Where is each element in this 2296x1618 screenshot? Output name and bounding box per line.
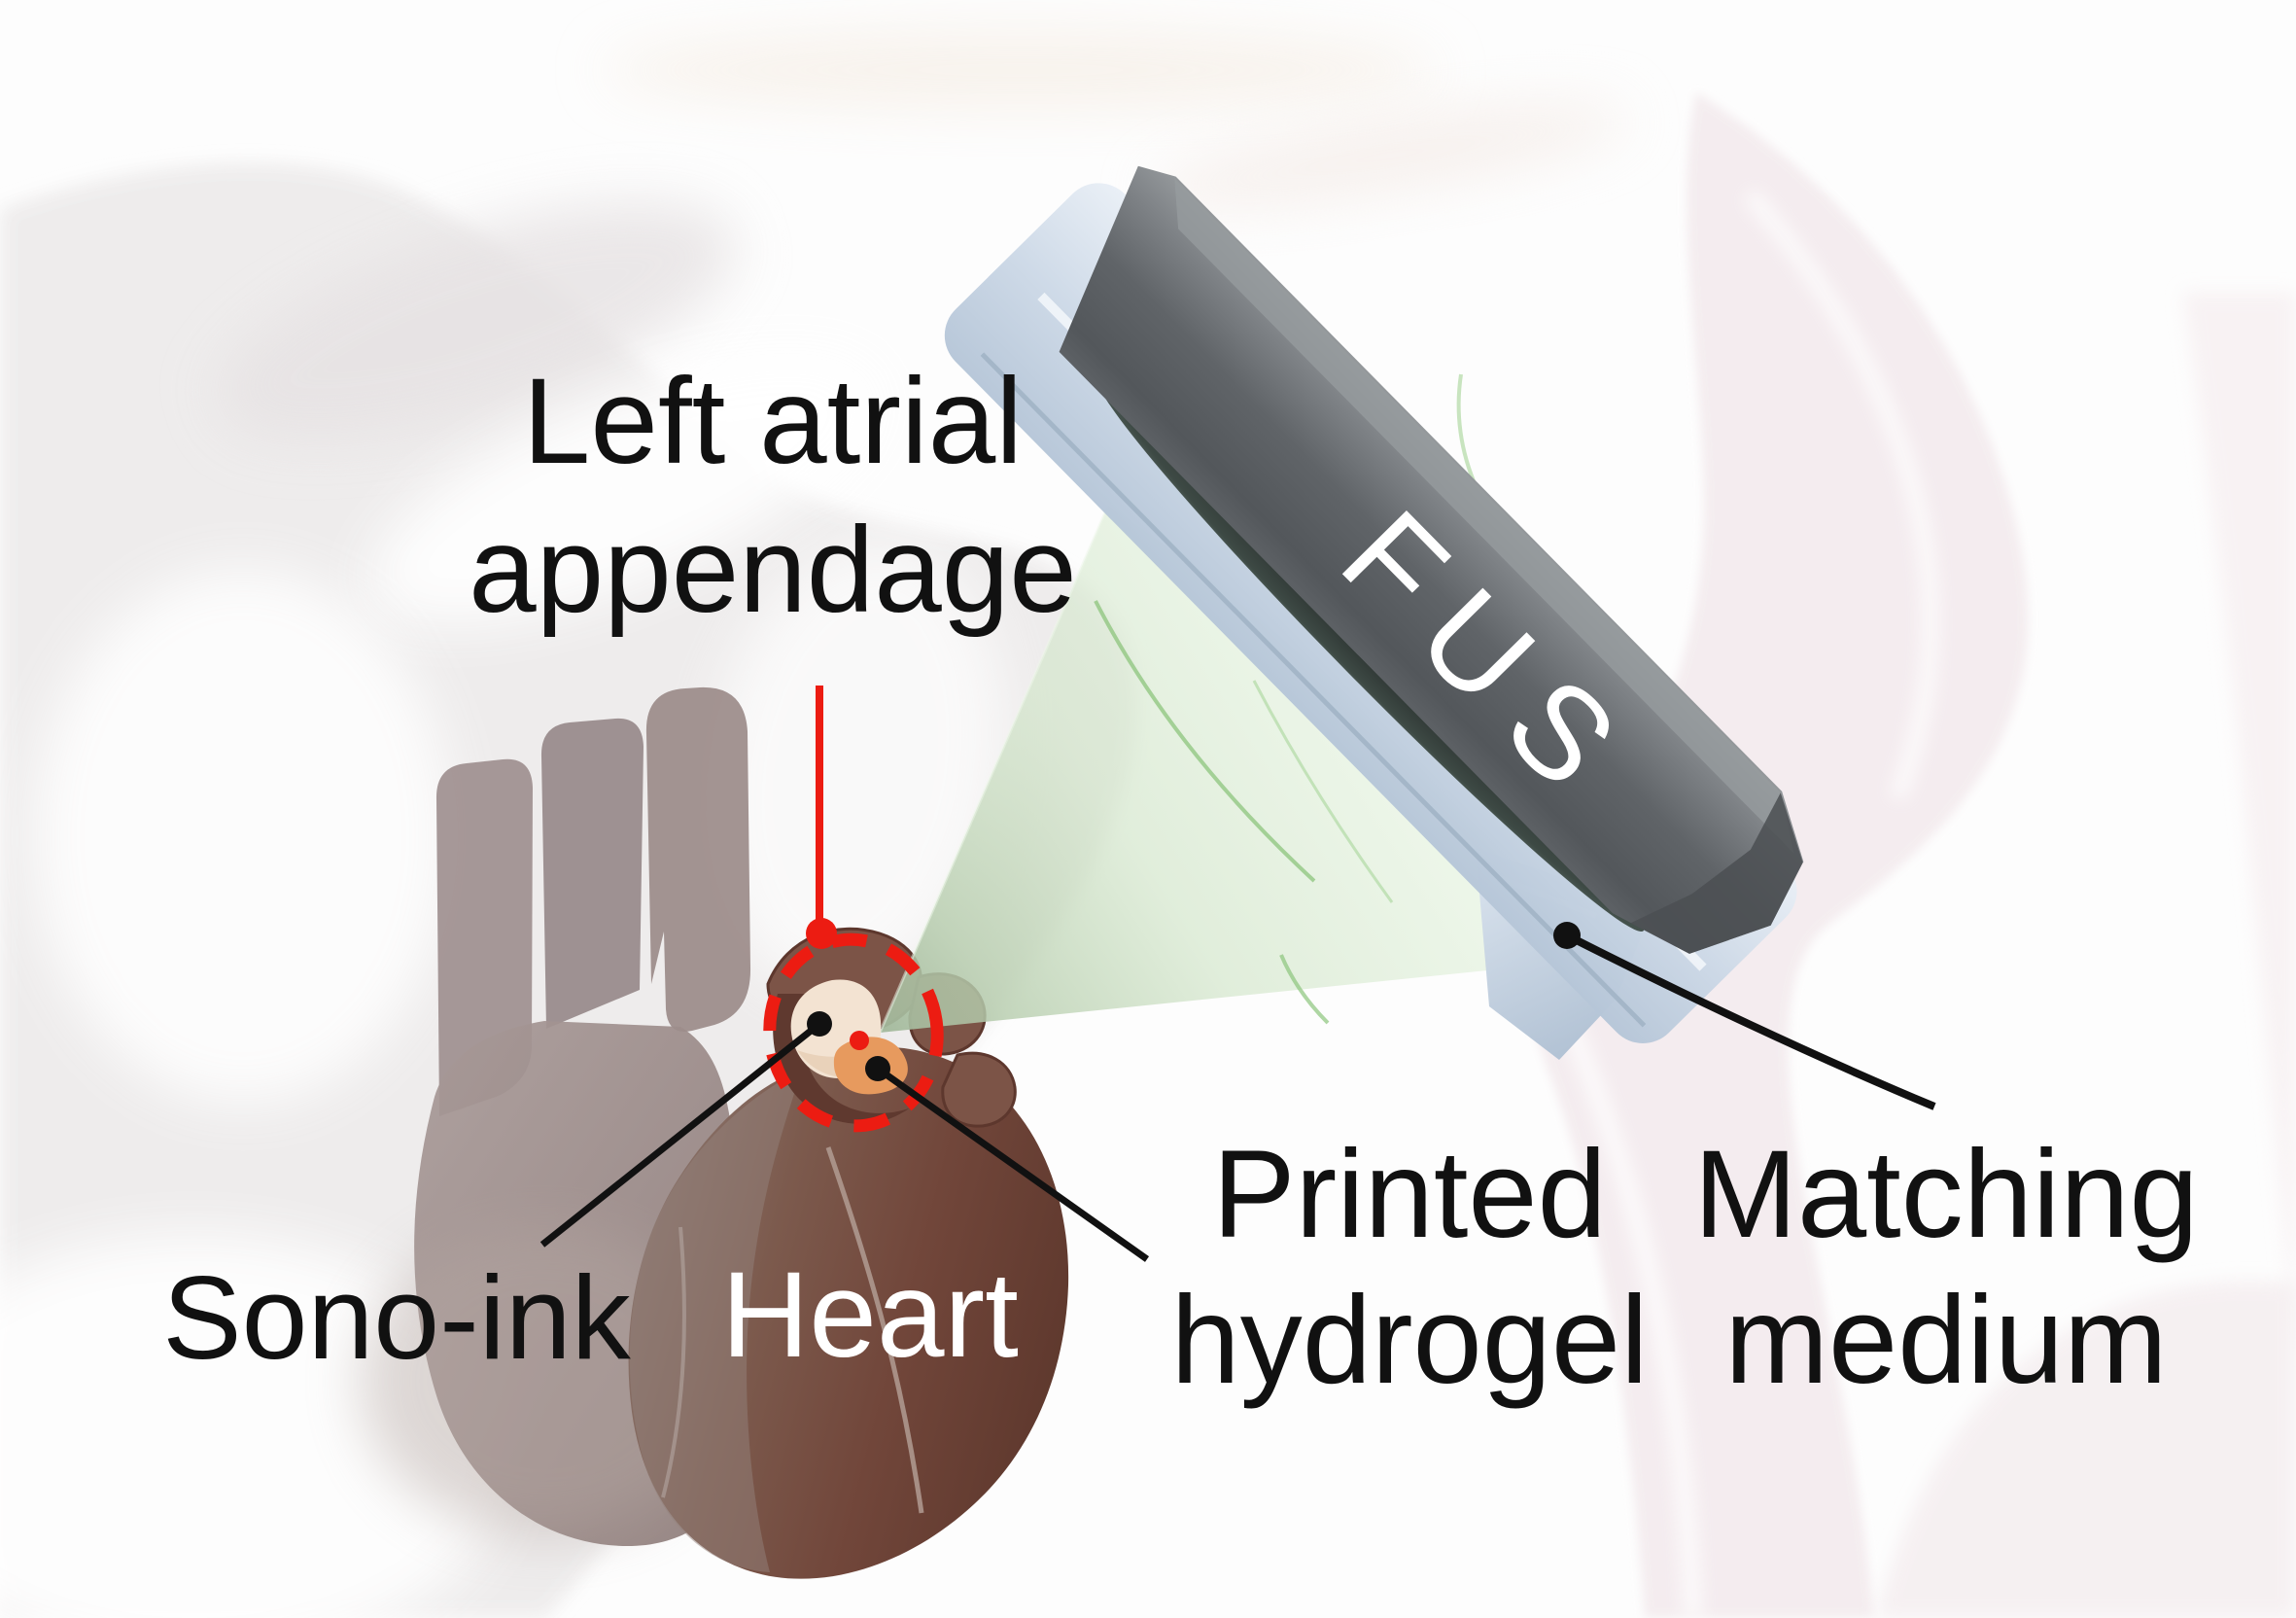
label-matching-medium-line2: medium: [1724, 1271, 2167, 1410]
beam-wavefront-arc: [1094, 600, 1316, 883]
body-highlight: [366, 358, 878, 624]
beam-edge-highlight: [878, 505, 1110, 1034]
body-highlight: [706, 542, 1005, 995]
sono-ink-leader-line: [539, 1021, 822, 1248]
heart-illustration: [360, 686, 1069, 1579]
body-warm-streak: [1150, 102, 1630, 209]
body-ridge-highlight: [1547, 988, 1702, 1618]
label-left-atrial-line1: Left atrial: [523, 354, 1023, 489]
heart-vessel: [540, 718, 644, 1029]
appendage-rim: [773, 994, 909, 1124]
beam-wavefront-arc: [1456, 373, 1478, 489]
beam-cone: [880, 506, 1583, 1033]
fus-beam-cone: [878, 373, 1583, 1034]
body-ridge-highlight: [1743, 189, 1938, 800]
target-dashed-circle: [763, 932, 944, 1133]
fus-transducer: FUS: [944, 165, 1804, 1043]
label-printed-hydrogel-line1: Printed: [1212, 1125, 1607, 1264]
hydrogel-leader-line: [875, 1066, 1150, 1262]
matching-medium-leader-line: [1565, 932, 1936, 1110]
figure-labels: Left atrial appendage Sono-ink Heart Pri…: [162, 354, 2198, 1410]
appendage-pointer-dot: [806, 918, 837, 949]
body-edge-shape: [2182, 292, 2296, 1361]
hydrogel-dot: [865, 1056, 890, 1081]
body-shading: [216, 200, 737, 441]
matching-medium-dot: [1553, 922, 1581, 949]
label-heart: Heart: [721, 1248, 1019, 1383]
label-printed-hydrogel-line2: hydrogel: [1171, 1271, 1649, 1410]
heart-aortic-arch: [645, 686, 751, 1033]
appendage-lump: [941, 1051, 1017, 1128]
beam-wavefront-arc: [1279, 954, 1330, 1025]
matching-medium-edge-line: [980, 352, 1647, 1028]
heart-vessel: [435, 758, 533, 1116]
target-annotations: [539, 686, 1936, 1262]
heart-groove: [661, 1226, 686, 1498]
transducer-end-face: [1630, 792, 1803, 954]
body-highlight: [34, 569, 452, 1104]
label-left-atrial-line2: appendage: [469, 503, 1077, 638]
sono-ink-dot: [807, 1011, 832, 1037]
body-warm-streak: [603, 29, 1439, 111]
transducer-housing: [1059, 165, 1804, 954]
label-sono-ink: Sono-ink: [162, 1251, 632, 1384]
transducer-top-bevel: [1174, 178, 1794, 854]
heart-groove: [825, 1146, 924, 1514]
beam-wavefront-arc: [1252, 680, 1394, 903]
focus-red-dot: [850, 1031, 869, 1050]
body-edge-shape: [1876, 1281, 2296, 1618]
label-matching-medium-line1: Matching: [1693, 1125, 2198, 1264]
